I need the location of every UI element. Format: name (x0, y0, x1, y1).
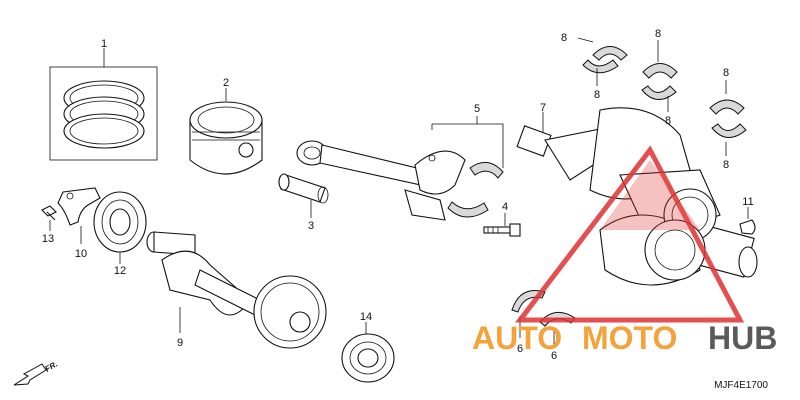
watermark-auto: AUTO (472, 320, 562, 356)
piston-ring-set (49, 66, 158, 161)
callout-14: 14 (360, 311, 372, 323)
oil-guide-plate (57, 187, 101, 226)
callout-4: 4 (502, 201, 508, 213)
piston (189, 101, 263, 175)
callout-6b: 6 (551, 350, 557, 362)
main-bearing-upper-1 (592, 46, 628, 61)
rod-bolt (483, 223, 521, 237)
callout-6a: 6 (517, 343, 523, 355)
callout-10: 10 (75, 248, 87, 260)
callout-8c: 8 (655, 28, 661, 40)
main-bearing-lower-3 (711, 123, 747, 138)
watermark-hub: HUB (708, 320, 777, 356)
ball-bearing-14 (341, 333, 395, 383)
callout-8b: 8 (594, 89, 600, 101)
main-bearing-lower-2 (641, 85, 677, 100)
diagram-code: MJF4E1700 (714, 380, 768, 391)
callout-12: 12 (114, 265, 126, 277)
ball-bearing-12 (93, 191, 147, 253)
woodruff-key (739, 219, 756, 235)
connecting-rod (296, 140, 466, 221)
front-direction-arrow (13, 363, 47, 386)
callout-7: 7 (540, 102, 546, 114)
callout-11: 11 (742, 196, 753, 208)
callout-9: 9 (177, 337, 183, 349)
rod-bearing-cap (447, 161, 504, 218)
plate-bolt (41, 205, 57, 221)
balancer-shaft (146, 231, 327, 349)
main-bearing-lower-1 (582, 59, 619, 74)
callout-1: 1 (101, 38, 107, 50)
main-bearing-upper-2 (642, 63, 678, 79)
callout-2: 2 (223, 77, 229, 89)
callout-8f: 8 (723, 159, 729, 171)
callout-8d: 8 (665, 115, 671, 127)
watermark-moto: MOTO (582, 320, 677, 356)
callout-8a: 8 (561, 32, 567, 44)
callout-8e: 8 (723, 67, 729, 79)
watermark-logo (514, 145, 745, 323)
front-direction-label: FR. (44, 359, 60, 373)
main-bearing-upper-3 (709, 99, 745, 115)
callout-13: 13 (42, 233, 54, 245)
callout-5: 5 (474, 103, 480, 115)
piston-pin (278, 173, 329, 204)
callout-3: 3 (308, 220, 314, 232)
